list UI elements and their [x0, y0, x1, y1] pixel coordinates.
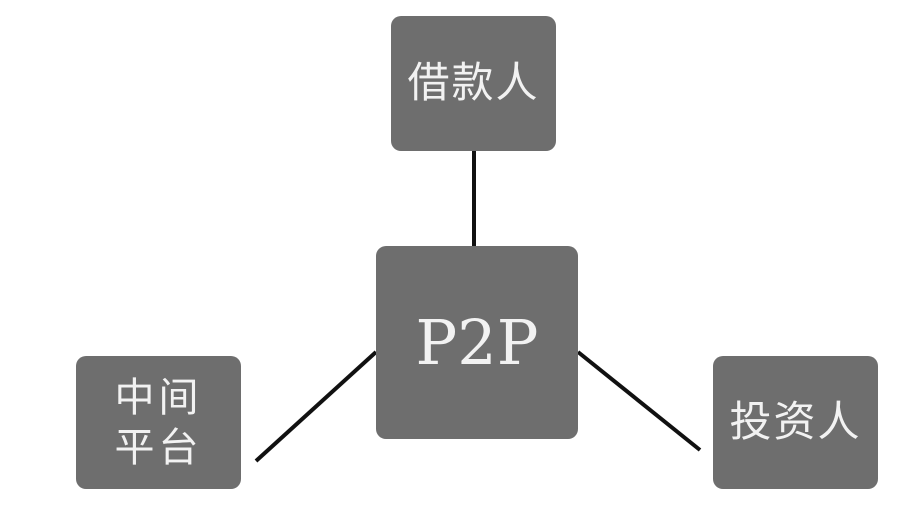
node-intermediary-platform: 中间平台 [76, 356, 241, 489]
node-borrower-label: 借款人 [407, 58, 540, 108]
node-intermediary-label: 中间平台 [114, 374, 203, 471]
connector-center-intermediary [254, 350, 378, 463]
node-investor: 投资人 [713, 356, 878, 489]
node-investor-label: 投资人 [729, 397, 862, 447]
node-p2p-label: P2P [415, 305, 539, 379]
node-p2p-center: P2P [376, 246, 578, 439]
node-borrower: 借款人 [391, 16, 556, 151]
connector-center-investor [576, 350, 702, 452]
